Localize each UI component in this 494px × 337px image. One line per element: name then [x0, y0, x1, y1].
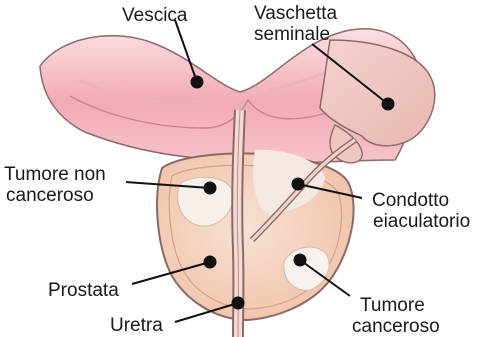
label-vaschetta-seminale-1: Vaschetta: [254, 3, 337, 24]
label-uretra: Uretra: [110, 315, 163, 336]
label-tumore-non-canceroso-2: canceroso: [6, 185, 94, 206]
label-tumore-canceroso-2: canceroso: [352, 316, 440, 337]
label-vescica: Vescica: [122, 5, 187, 26]
label-condotto-eiaculatorio-1: Condotto: [372, 190, 449, 211]
label-vaschetta-seminale-2: seminale: [254, 24, 330, 45]
label-condotto-eiaculatorio-2: eiaculatorio: [373, 211, 470, 232]
seminal-vesicle: [320, 40, 435, 163]
label-tumore-non-canceroso-1: Tumore non: [4, 164, 106, 185]
label-tumore-canceroso-1: Tumore: [360, 295, 425, 316]
label-prostata: Prostata: [48, 280, 119, 301]
